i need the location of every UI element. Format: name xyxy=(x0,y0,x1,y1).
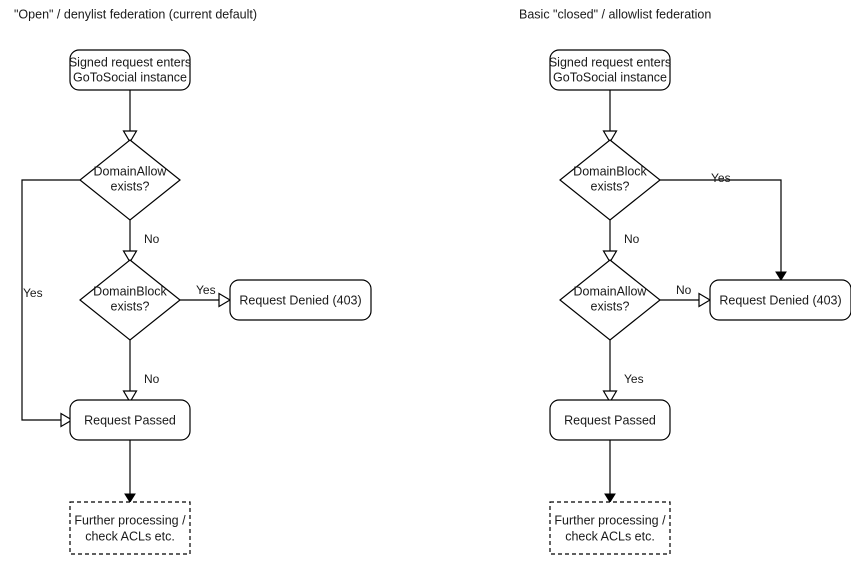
node-decision-domainblock-left: DomainBlock exists? xyxy=(79,259,181,341)
arrowhead-solid-icon xyxy=(775,271,787,281)
decision-label-line2: exists? xyxy=(111,179,150,193)
edge-start-to-domainblock xyxy=(602,90,618,144)
arrowhead-solid-icon xyxy=(604,493,616,503)
node-decision-domainallow-right: DomainAllow exists? xyxy=(559,259,661,341)
panel-closed-allowlist: Basic "closed" / allowlist federation Si… xyxy=(519,7,851,555)
arrowhead-open-icon xyxy=(122,130,138,144)
node-decision-domainblock-right: DomainBlock exists? xyxy=(559,139,661,221)
decision-label-line2: exists? xyxy=(591,299,630,313)
node-request-denied-right: Request Denied (403) xyxy=(709,279,851,321)
passed-box-label: Request Passed xyxy=(84,413,176,427)
further-box-shape xyxy=(549,501,671,555)
edge-label-block-no: No xyxy=(624,232,640,246)
edge-start-to-domainallow xyxy=(122,90,138,144)
edge-label-allow-no: No xyxy=(676,283,692,297)
denied-box-label: Request Denied (403) xyxy=(239,293,361,307)
edge-label-block-no: No xyxy=(144,372,160,386)
decision-label-line1: DomainBlock xyxy=(93,284,167,298)
arrowhead-open-icon xyxy=(602,390,618,404)
further-box-label-line1: Further processing / xyxy=(74,513,186,527)
denied-box-shape xyxy=(229,279,372,321)
edge-domainblock-yes-to-denied: Yes xyxy=(180,283,232,308)
arrowhead-open-icon xyxy=(122,250,138,264)
edge-label-block-yes: Yes xyxy=(711,171,731,185)
arrowhead-open-icon xyxy=(218,292,232,308)
start-box-label-line1: Signed request enters xyxy=(549,55,671,69)
decision-label-line1: DomainBlock xyxy=(573,164,647,178)
arrowhead-open-icon xyxy=(602,130,618,144)
node-start-right: Signed request enters GoToSocial instanc… xyxy=(549,49,671,91)
decision-label-line2: exists? xyxy=(111,299,150,313)
node-further-processing-left: Further processing / check ACLs etc. xyxy=(69,501,191,555)
node-request-passed-right: Request Passed xyxy=(549,399,671,441)
start-box-label-line2: GoToSocial instance xyxy=(553,70,667,84)
arrowhead-open-icon xyxy=(122,390,138,404)
edge-label-allow-no: No xyxy=(144,232,160,246)
arrowhead-open-icon xyxy=(602,250,618,264)
edge-passed-to-further-right xyxy=(604,440,616,503)
edge-label-block-yes: Yes xyxy=(196,283,216,297)
edge-domainallow-no-to-domainblock: No xyxy=(122,220,160,264)
decision-label-line2: exists? xyxy=(591,179,630,193)
edge-label-allow-yes: Yes xyxy=(23,286,43,300)
node-start-left: Signed request enters GoToSocial instanc… xyxy=(69,49,191,91)
panel-title-closed-allowlist: Basic "closed" / allowlist federation xyxy=(519,7,711,21)
edge-domainallow-yes-to-passed: Yes xyxy=(602,340,644,404)
denied-box-label: Request Denied (403) xyxy=(719,293,841,307)
decision-label-line1: DomainAllow xyxy=(94,164,168,178)
arrowhead-solid-icon xyxy=(124,493,136,503)
panel-open-denylist: "Open" / denylist federation (current de… xyxy=(14,7,372,555)
arrowhead-open-icon xyxy=(698,292,712,308)
further-box-label-line2: check ACLs etc. xyxy=(565,529,655,543)
node-decision-domainallow-left: DomainAllow exists? xyxy=(79,139,181,221)
node-request-denied-left: Request Denied (403) xyxy=(229,279,372,321)
node-further-processing-right: Further processing / check ACLs etc. xyxy=(549,501,671,555)
decision-label-line1: DomainAllow xyxy=(574,284,648,298)
edge-label-allow-yes: Yes xyxy=(624,372,644,386)
edge-domainallow-no-to-denied: No xyxy=(660,283,712,308)
start-box-label-line2: GoToSocial instance xyxy=(73,70,187,84)
further-box-shape xyxy=(69,501,191,555)
start-box-label-line1: Signed request enters xyxy=(69,55,191,69)
node-request-passed-left: Request Passed xyxy=(69,399,191,441)
edge-domainallow-yes-to-passed: Yes xyxy=(21,179,80,428)
edge-domainblock-no-to-domainallow: No xyxy=(602,220,640,264)
arrowhead-open-icon xyxy=(60,412,74,428)
edge-domainblock-yes-to-denied: Yes xyxy=(660,171,787,281)
edge-passed-to-further-left xyxy=(124,440,136,503)
passed-box-label: Request Passed xyxy=(564,413,656,427)
further-box-label-line2: check ACLs etc. xyxy=(85,529,175,543)
panel-title-open-denylist: "Open" / denylist federation (current de… xyxy=(14,7,257,21)
edge-domainblock-no-to-passed: No xyxy=(122,340,160,404)
further-box-label-line1: Further processing / xyxy=(554,513,666,527)
denied-box-shape xyxy=(709,279,851,321)
